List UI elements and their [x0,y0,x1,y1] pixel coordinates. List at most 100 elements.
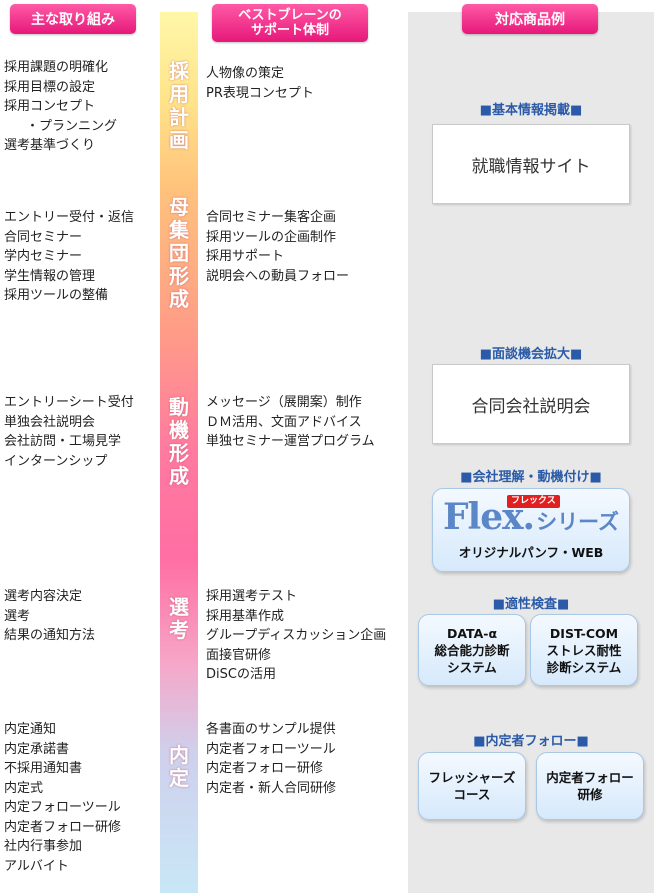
stage-char: 内 [169,743,189,767]
stage-char: 団 [169,241,189,265]
stage-char: 計 [169,105,189,129]
product-dist-com-line: 診断システム [546,659,622,675]
list-item: 採用コンセプト [4,99,96,114]
list-item: 採用サポート [206,249,285,264]
stage-char: 形 [169,264,189,288]
product-followup-training-line: 内定者フォロー [546,770,634,785]
list-item: 結果の通知方法 [4,628,96,643]
list-item: エントリーシート受付 [4,395,134,410]
product-followup-training-line: 研修 [577,787,603,802]
list-item: 内定式 [4,780,44,796]
stage-char: 動 [169,395,189,419]
stage-offer: 内 定 [160,744,198,790]
flex-subtitle: オリジナルパンフ・WEB [458,545,604,560]
header-main-activities-label: 主な取り組み [31,12,115,28]
list-item: 合同セミナー [4,229,83,245]
list-item: 採用選考テスト [206,589,298,604]
list-item: 説明会への動員フォロー [206,268,350,284]
section-aptitude: ■適性検査■ [492,597,570,612]
activities-offer: 内定通知 内定承諾書 不採用通知書 内定式 内定フォローツール 内定者フォロー研… [4,720,121,876]
product-freshers-course[interactable]: フレッシャーズ コース [418,752,526,820]
list-item: ＤＭ活用、文面アドバイス [206,414,362,430]
list-item: アルバイト [4,858,69,874]
section-motivation: ■会社理解・動機付け■ [460,470,602,485]
list-item: 各書面のサンプル提供 [206,722,336,737]
stage-char: 選 [169,595,189,619]
list-item: 内定者フォロー研修 [206,761,324,776]
header-support-line1: ベストブレーンの [238,8,342,23]
header-main-activities: 主な取り組み [10,4,136,34]
list-item: 内定者フォローツール [206,741,336,757]
list-item: 会社訪問・工場見学 [4,434,122,449]
stage-selection: 選 考 [160,596,198,642]
section-followup: ■内定者フォロー■ [473,734,589,749]
list-item: 採用目標の設定 [4,79,96,95]
list-item: 内定者フォロー研修 [4,819,122,835]
list-item: 採用ツールの整備 [4,288,109,303]
list-item: 内定通知 [4,722,57,737]
header-support-line2: サポート体制 [250,23,329,38]
product-dist-com-line: DIST-COM [549,625,619,641]
stage-char: 考 [169,618,189,642]
list-item: 内定フォローツール [4,800,121,815]
list-item: 単独セミナー運営プログラム [206,434,375,449]
stage-motivation: 動 機 形 成 [160,396,198,488]
product-dist-com[interactable]: DIST-COM ストレス耐性 診断システム [530,614,638,686]
stage-char: 機 [169,418,189,442]
list-item: PR表現コンセプト [206,85,314,101]
product-offer-followup-training[interactable]: 内定者フォロー 研修 [536,752,644,820]
list-item: 人物像の策定 [206,66,285,81]
list-item: 採用基準作成 [206,608,285,624]
product-job-site-label: 就職情報サイト [471,156,591,177]
list-item: グループディスカッション企画 [206,628,387,643]
section-interview: ■面談機会拡大■ [479,347,583,362]
list-item: 選考基準づくり [4,138,96,153]
product-data-alpha-line: 総合能力診断 [434,642,510,658]
stage-recruitment-plan: 採 用 計 画 [160,60,198,152]
stage-char: 母 [169,195,189,219]
list-item: 学内セミナー [4,249,83,264]
list-item: 不採用通知書 [4,761,83,776]
stage-gradient-bar [160,12,198,893]
stage-char: 用 [169,82,189,106]
list-item: 社内行事参加 [4,839,83,854]
list-item: 面接官研修 [206,647,272,663]
list-item: エントリー受付・返信 [4,210,135,225]
stage-char: 集 [169,218,189,242]
product-freshers-line: コース [453,787,491,802]
activities-population-building: エントリー受付・返信 合同セミナー 学内セミナー 学生情報の管理 採用ツールの整… [4,208,134,306]
stage-char: 採 [169,59,189,83]
list-item: 内定者・新人合同研修 [206,780,337,796]
stage-char: 画 [169,128,189,152]
header-products: 対応商品例 [462,4,598,34]
header-products-label: 対応商品例 [495,12,565,28]
list-item: 合同セミナー集客企画 [206,210,337,225]
stage-population-building: 母 集 団 形 成 [160,196,198,311]
flex-logo-series: シリーズ [536,510,620,534]
list-item: 単独会社説明会 [4,414,96,430]
stage-char: 形 [169,441,189,465]
product-joint-briefing[interactable]: 合同会社説明会 [432,364,630,444]
flex-ruby-badge: フレックス [507,495,560,508]
list-item: 採用ツールの企画制作 [206,229,337,245]
list-item: メッセージ（展開案）制作 [206,395,362,410]
support-offer: 各書面のサンプル提供 内定者フォローツール 内定者フォロー研修 内定者・新人合同… [206,720,336,798]
product-flex-series[interactable]: フレックス Flex. シリーズ オリジナルパンフ・WEB [432,488,630,572]
header-support-system: ベストブレーンの サポート体制 [212,4,368,42]
stage-char: 成 [169,287,189,311]
list-item: 選考内容決定 [4,589,83,604]
list-item: インターンシップ [4,453,108,469]
support-selection: 採用選考テスト 採用基準作成 グループディスカッション企画 面接官研修 DiSC… [206,587,386,685]
product-dist-com-line: ストレス耐性 [546,642,622,658]
support-motivation: メッセージ（展開案）制作 ＤＭ活用、文面アドバイス 単独セミナー運営プログラム [206,393,375,452]
support-population-building: 合同セミナー集客企画 採用ツールの企画制作 採用サポート 説明会への動員フォロー [206,208,349,286]
product-job-site[interactable]: 就職情報サイト [432,124,630,204]
activities-recruitment-plan: 採用課題の明確化 採用目標の設定 採用コンセプト ・プランニング 選考基準づくり [4,58,117,156]
product-data-alpha[interactable]: DATA-α 総合能力診断 システム [418,614,526,686]
list-item: 内定承諾書 [4,741,70,757]
list-item: ・プランニング [26,118,118,134]
list-item: DiSCの活用 [206,667,276,682]
list-item: 採用課題の明確化 [4,60,109,75]
flex-logo: Flex. シリーズ [443,499,619,540]
stage-char: 定 [169,766,189,790]
